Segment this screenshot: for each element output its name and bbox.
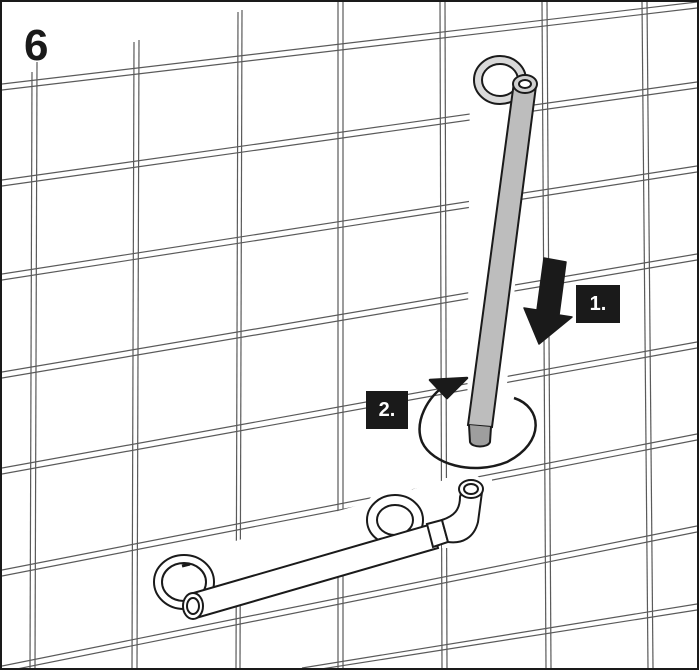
vertical-grab-bar xyxy=(466,74,538,448)
arrow-down-icon xyxy=(523,257,573,345)
step-label-1: 1. xyxy=(576,285,620,323)
step-label-2: 2. xyxy=(366,391,408,429)
lower-grab-bar xyxy=(153,479,484,620)
step-number: 6 xyxy=(24,21,49,70)
rotate-arrow-icon xyxy=(418,376,537,470)
